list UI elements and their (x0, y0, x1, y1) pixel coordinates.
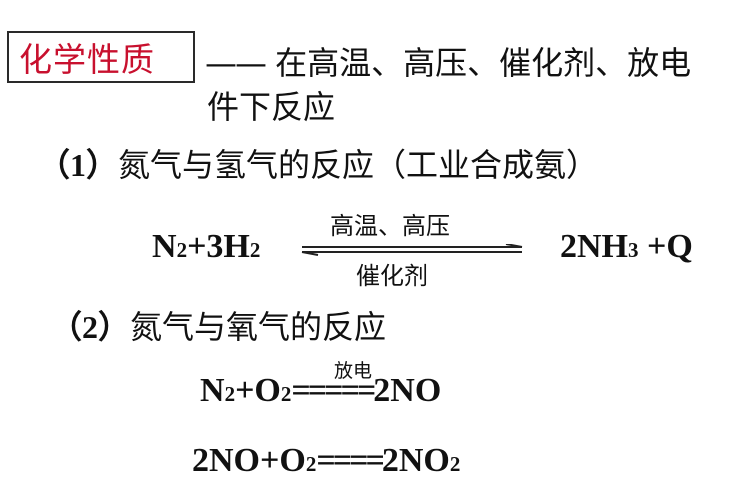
equals-sign: ===== (291, 372, 376, 409)
section-1-number: （1） (38, 147, 119, 183)
equals-sign: ==== (316, 442, 384, 479)
section-title: 化学性质 (19, 40, 155, 79)
section-2-title: 氮气与氧气的反应 (130, 308, 387, 346)
section-2-heading: （2）氮气与氧气的反应 (50, 302, 386, 348)
condition-below-arrow: 催化剂 (356, 262, 428, 290)
nitric-oxide-equation: 2NO+O2====2NO2 (192, 442, 461, 479)
reversible-arrow-icon (301, 244, 523, 256)
chemical-properties-title-box: 化学性质 (7, 31, 195, 83)
section-1-title: 氮气与氢气的反应（工业合成氨） (118, 146, 599, 184)
intro-conditions: 在高温、高压、催化剂、放电 (275, 44, 692, 82)
section-1-heading: （1）氮气与氢气的反应（工业合成氨） (38, 140, 598, 186)
condition-above-arrow: 高温、高压 (330, 212, 450, 240)
intro-text-line1: —— 在高温、高压、催化剂、放电 (205, 38, 750, 84)
section-2-number: （2） (50, 309, 131, 345)
discharge-condition: 放电 (334, 360, 373, 382)
synthesis-products: 2NH3 +Q (560, 228, 693, 265)
nitrogen-oxygen-equation: N2+O2=====2NO (200, 372, 442, 409)
synthesis-reactants: N2+3H2 (152, 228, 261, 265)
intro-dash: —— (205, 44, 267, 82)
intro-text-line2: 件下反应 (207, 88, 336, 126)
